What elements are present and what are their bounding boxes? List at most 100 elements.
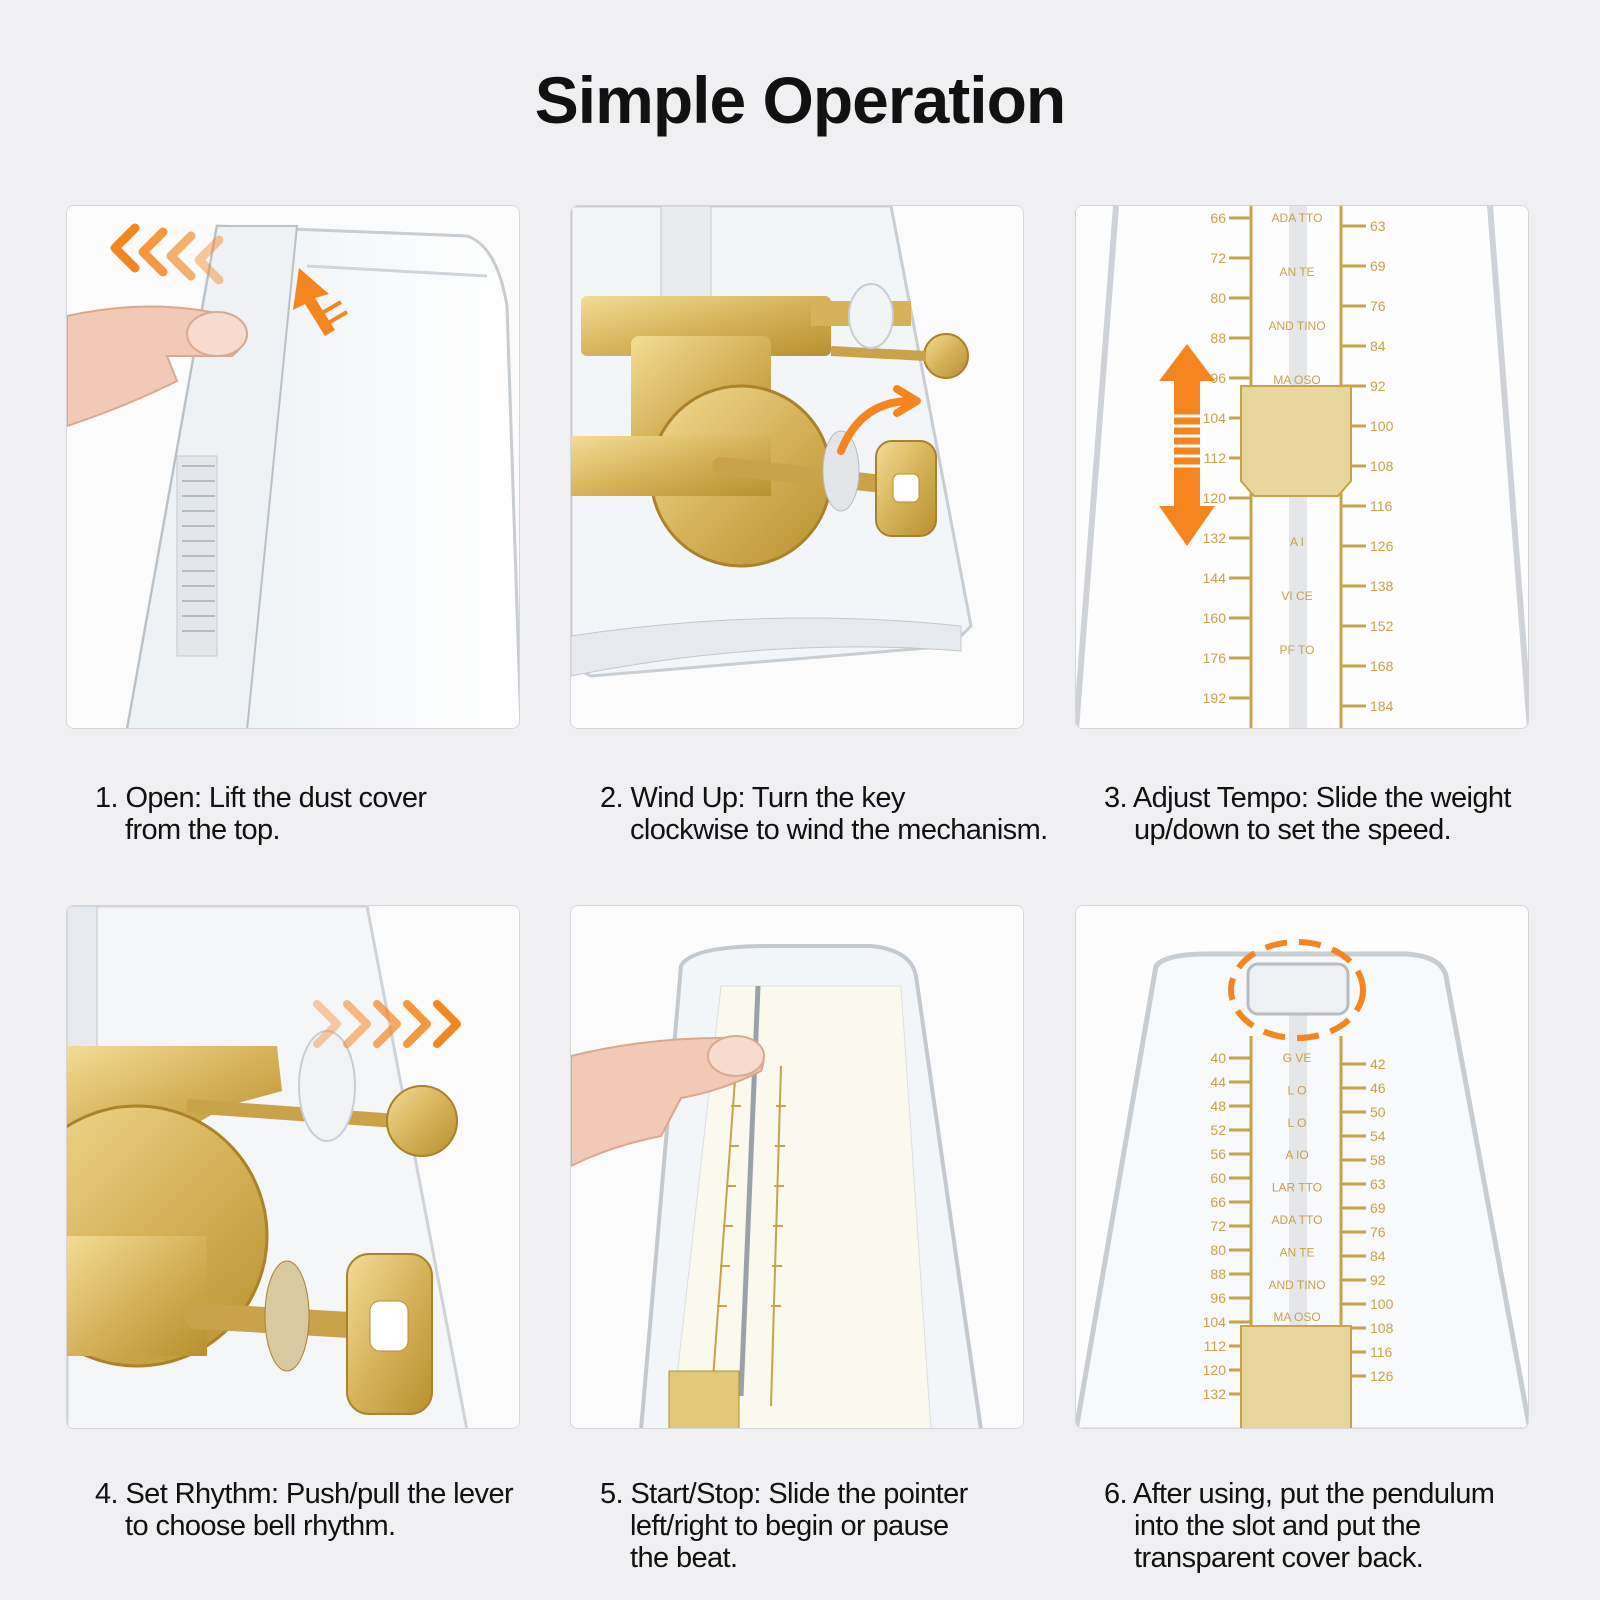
slider-weight [1240, 385, 1352, 497]
tempo-term-label: A I [1290, 535, 1304, 549]
scale-left-label: 52 [1210, 1122, 1226, 1138]
scale-right-label: 42 [1370, 1056, 1386, 1072]
scale-right-label: 152 [1370, 618, 1394, 634]
step-1-caption: 1. Open: Lift the dust cover from the to… [95, 782, 427, 846]
right-arrows-icon [313, 1000, 461, 1048]
scale-left-label: 44 [1210, 1074, 1226, 1090]
scale-right-label: 108 [1370, 1320, 1394, 1336]
scale-left-label: 66 [1210, 1194, 1226, 1210]
tempo-term-label: AND TINO [1268, 1278, 1325, 1292]
scale-left-label: 104 [1203, 1314, 1227, 1330]
scale-left-label: 80 [1210, 290, 1226, 306]
tempo-term-label: LAR TTO [1272, 1181, 1322, 1195]
scale-left-label: 72 [1210, 250, 1226, 266]
step-6-image: 40 44 48 52 56 60 66 72 80 88 96 104 112 120 132 42 46 5… [1075, 905, 1529, 1429]
scale-left-label: 80 [1210, 1242, 1226, 1258]
scale-left-label: 112 [1204, 450, 1227, 466]
step-1-image [66, 205, 520, 729]
tempo-term-label: PF TO [1280, 643, 1315, 657]
scale-right-label: 126 [1370, 1368, 1394, 1384]
scale-right-numbers: 42 46 50 54 58 63 69 76 84 92 100 108 116 126 [1341, 1056, 1394, 1384]
step-2-caption: 2. Wind Up: Turn the key clockwise to wi… [600, 782, 1048, 846]
scale-right-label: 92 [1370, 378, 1386, 394]
tempo-term-label: A IO [1285, 1148, 1308, 1162]
tempo-term-label: MA OSO [1273, 373, 1320, 387]
scale-right-label: 116 [1370, 1344, 1393, 1360]
scale-left-label: 56 [1210, 1146, 1226, 1162]
scale-right-label: 138 [1370, 578, 1394, 594]
tempo-term-label: ADA TTO [1272, 1213, 1323, 1227]
scale-right-label: 46 [1370, 1080, 1386, 1096]
step-6-caption: 6. After using, put the pendulum into th… [1104, 1478, 1495, 1574]
scale-left-label: 96 [1210, 1290, 1226, 1306]
scale-left-label: 48 [1210, 1098, 1226, 1114]
scale-left-numbers: 40 44 48 52 56 60 66 72 80 88 96 104 112 120 132 [1203, 1050, 1251, 1402]
wind-key-illustration [571, 206, 1023, 728]
tempo-term-label: AN TE [1279, 1245, 1314, 1259]
scale-right-label: 126 [1370, 538, 1394, 554]
scale-right-label: 92 [1370, 1272, 1386, 1288]
scale-right-label: 168 [1370, 658, 1394, 674]
tempo-term-label: MA OSO [1273, 1310, 1320, 1324]
scale-left-label: 60 [1210, 1170, 1226, 1186]
tempo-term-label: G VE [1283, 1051, 1312, 1065]
scale5-marks [717, 1105, 786, 1307]
step-4-image [66, 905, 520, 1429]
step-5-image [570, 905, 1024, 1429]
scale-left-label: 72 [1210, 1218, 1226, 1234]
scale-left-label: 132 [1203, 1386, 1227, 1402]
rhythm-lever-illustration [67, 906, 519, 1428]
step-5-caption: 5. Start/Stop: Slide the pointer left/ri… [600, 1478, 968, 1574]
scale-right-label: 116 [1370, 498, 1393, 514]
scale-left-label: 112 [1204, 1338, 1227, 1354]
hand [571, 1035, 765, 1168]
scale-left-label: 160 [1203, 610, 1227, 626]
scale-right-label: 100 [1370, 1296, 1394, 1312]
scale-right-label: 108 [1370, 458, 1394, 474]
scale-right-label: 76 [1370, 1224, 1386, 1240]
tempo-term-label: AND TINO [1268, 319, 1325, 333]
start-stop-illustration [571, 906, 1023, 1428]
tempo-term-label: L O [1288, 1116, 1307, 1130]
scale-right-label: 58 [1370, 1152, 1386, 1168]
scale-left-label: 66 [1210, 210, 1226, 226]
scale-right-label: 69 [1370, 258, 1386, 274]
pendulum-slot [1246, 962, 1350, 1016]
tempo-term-label: VI CE [1281, 589, 1312, 603]
scale-left-label: 40 [1210, 1050, 1226, 1066]
scale-left-label: 96 [1210, 370, 1226, 386]
scale-left-label: 88 [1210, 1266, 1226, 1282]
scale-right-label: 84 [1370, 338, 1386, 354]
tempo-term-label: AN TE [1279, 265, 1314, 279]
scale-left-label: 176 [1203, 650, 1227, 666]
scale-right-label: 84 [1370, 1248, 1386, 1264]
scale-left-label: 120 [1203, 490, 1227, 506]
scale-left-label: 132 [1203, 530, 1227, 546]
scale-left-label: 144 [1203, 570, 1227, 586]
spring-coil [182, 465, 215, 632]
scale-right-label: 69 [1370, 1200, 1386, 1216]
tempo-term-label: ADA TTO [1272, 211, 1323, 225]
step-3-caption: 3. Adjust Tempo: Slide the weight up/dow… [1104, 782, 1511, 846]
page-title: Simple Operation [534, 63, 1066, 137]
scale-right-label: 50 [1370, 1104, 1386, 1120]
scale-right-label: 76 [1370, 298, 1386, 314]
scale-left-label: 88 [1210, 330, 1226, 346]
hand [67, 305, 248, 428]
scale-right-label: 54 [1370, 1128, 1386, 1144]
highlight-circle-icon [1228, 939, 1366, 1041]
scale-left-label: 120 [1203, 1362, 1227, 1378]
step-4-caption: 4. Set Rhythm: Push/pull the lever to ch… [95, 1478, 514, 1542]
storage-illustration: 40 44 48 52 56 60 66 72 80 88 96 104 112 120 132 42 46 5… [1076, 906, 1528, 1428]
up-down-arrow-icon [1159, 344, 1215, 546]
clockwise-arrow-icon [837, 385, 921, 455]
scale-right-label: 63 [1370, 218, 1386, 234]
up-arrow-icon [293, 268, 349, 336]
scale-left-label: 104 [1203, 410, 1227, 426]
open-cover-illustration [67, 206, 519, 728]
scale-right-label: 63 [1370, 1176, 1386, 1192]
